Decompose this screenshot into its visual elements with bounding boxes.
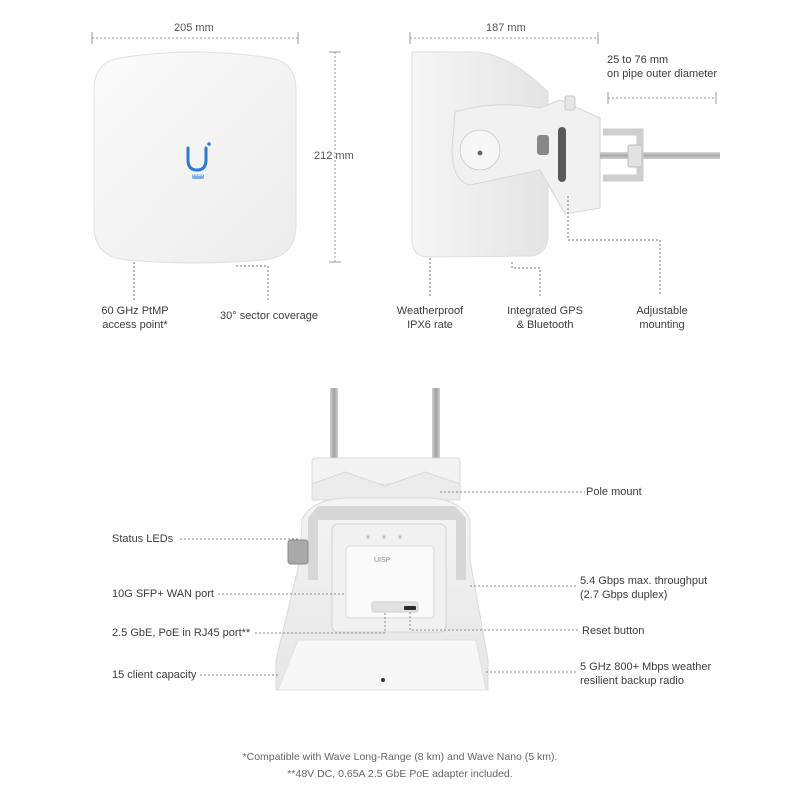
throughput-label: 5.4 Gbps max. throughput (2.7 Gbps duple… [580,575,708,601]
pole-mount-label: Pole mount [586,486,642,498]
backup-radio-label: 5 GHz 800+ Mbps weather resilient backup… [580,661,712,687]
ptmp-label: 60 GHz PtMP access point* [101,305,169,331]
reset-button-label: Reset button [582,625,645,637]
footnote-poe-adapter: **48V DC, 0.65A 2.5 GbE PoE adapter incl… [287,768,513,780]
uisp-logo-text: UISP [374,557,391,564]
width-dimension-front: 205 mm [174,22,214,34]
footnote-compatibility: *Compatible with Wave Long-Range (8 km) … [242,751,558,763]
width-dimension-side: 187 mm [486,22,526,34]
status-leds-label: Status LEDs [112,533,174,545]
sfp-port-label: 10G SFP+ WAN port [112,588,214,600]
front-view-device [91,32,341,300]
pipe-diameter-label: 25 to 76 mm on pipe outer diameter [607,54,718,80]
rear-view-device [180,388,585,691]
height-dimension: 212 mm [314,150,354,162]
side-view-device [409,32,720,296]
client-capacity-label: 15 client capacity [112,669,197,681]
wave-logo-text: Wave [192,172,208,178]
adjustable-mounting-label: Adjustable mounting [636,305,688,331]
rj45-port-label: 2.5 GbE, PoE in RJ45 port** [112,627,251,639]
weatherproof-label: Weatherproof IPX6 rate [396,305,464,331]
sector-coverage-label: 30° sector coverage [220,310,318,322]
gps-bluetooth-label: Integrated GPS & Bluetooth [507,305,583,331]
